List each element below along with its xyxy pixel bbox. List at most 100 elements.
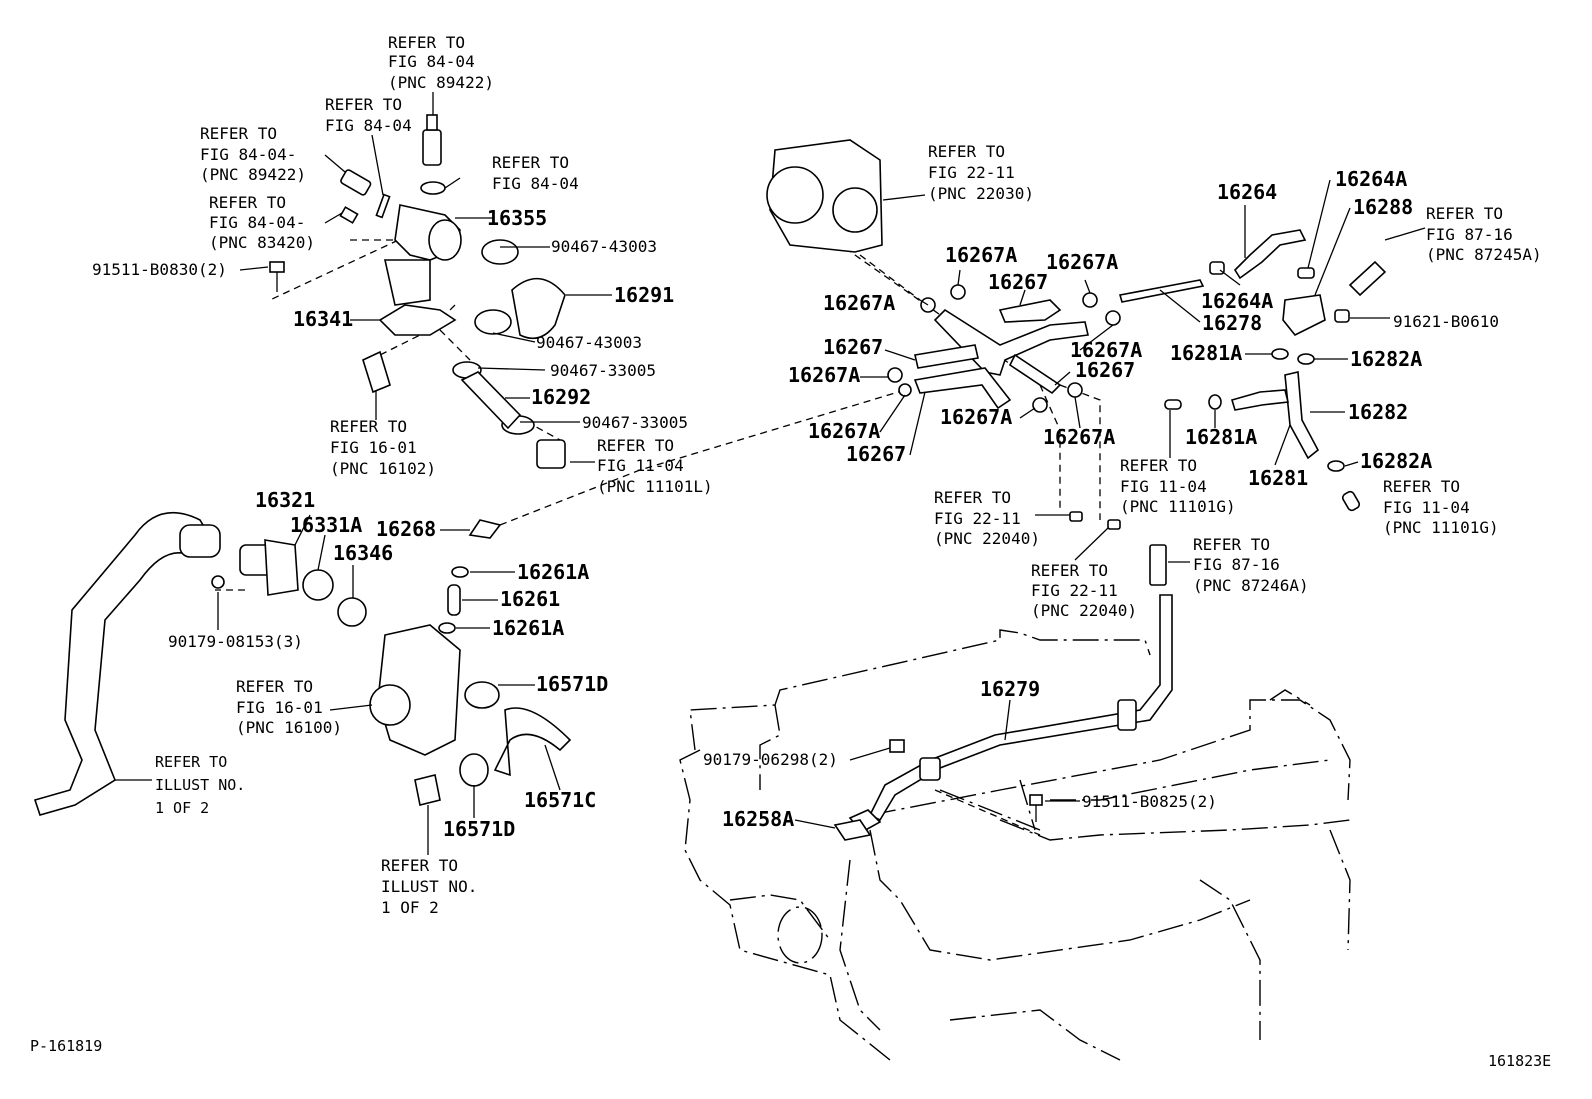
ref-fig-87-16-b-l1: REFER TO bbox=[1193, 535, 1270, 554]
part-90179-06298: 90179-06298(2) bbox=[703, 750, 838, 769]
part-16331a: 16331A bbox=[290, 513, 362, 537]
ref-fig-22-11-b-l2: FIG 22-11 bbox=[934, 509, 1021, 528]
part-16261a-b: 16261A bbox=[492, 616, 564, 640]
ref-fig-11-04-b-l3: (PNC 11101G) bbox=[1120, 497, 1236, 516]
ref-illust-a-l2: ILLUST NO. bbox=[155, 776, 245, 794]
ref-fig-84-04-e-l1: REFER TO bbox=[209, 193, 286, 212]
page-code-left: P-161819 bbox=[30, 1037, 102, 1055]
ref-fig-22-11-b-l1: REFER TO bbox=[934, 488, 1011, 507]
ref-fig-84-04-c-l3: (PNC 89422) bbox=[200, 165, 306, 184]
part-16258a: 16258A bbox=[722, 807, 794, 831]
part-16267a-4: 16267A bbox=[1070, 338, 1142, 362]
ref-fig-22-11-b-l3: (PNC 22040) bbox=[934, 529, 1040, 548]
ref-fig-84-04-b-l2: FIG 84-04 bbox=[325, 116, 412, 135]
ref-fig-22-11-c-l2: FIG 22-11 bbox=[1031, 581, 1118, 600]
part-16267a-5: 16267A bbox=[788, 363, 860, 387]
parts-left bbox=[33, 114, 572, 816]
ref-illust-a-l3: 1 OF 2 bbox=[155, 799, 209, 817]
ref-illust-b-l1: REFER TO bbox=[381, 856, 458, 875]
leader-lines bbox=[115, 92, 1426, 855]
ref-fig-11-04-a-l1: REFER TO bbox=[597, 436, 674, 455]
part-16571c: 16571C bbox=[524, 788, 596, 812]
ref-illust-b-l2: ILLUST NO. bbox=[381, 877, 477, 896]
ref-fig-22-11-a-l2: FIG 22-11 bbox=[928, 163, 1015, 182]
ref-fig-11-04-b-l1: REFER TO bbox=[1120, 456, 1197, 475]
part-16355: 16355 bbox=[487, 206, 547, 230]
part-16267-4: 16267 bbox=[846, 442, 906, 466]
part-16261: 16261 bbox=[500, 587, 560, 611]
part-16282: 16282 bbox=[1348, 400, 1408, 424]
part-16281a-a: 16281A bbox=[1170, 341, 1242, 365]
ref-fig-11-04-c-l2: FIG 11-04 bbox=[1383, 498, 1470, 517]
part-16571d-a: 16571D bbox=[536, 672, 608, 696]
ref-fig-84-04-c-l2: FIG 84-04- bbox=[200, 145, 296, 164]
ref-fig-16-01-a-l2: FIG 16-01 bbox=[330, 438, 417, 457]
part-90467-43003-b: 90467-43003 bbox=[536, 333, 642, 352]
ref-fig-22-11-a-l1: REFER TO bbox=[928, 142, 1005, 161]
ref-fig-84-04-a-l2: FIG 84-04 bbox=[388, 52, 475, 71]
part-16292: 16292 bbox=[531, 385, 591, 409]
part-16267-2: 16267 bbox=[823, 335, 883, 359]
part-16571d-b: 16571D bbox=[443, 817, 515, 841]
part-16264a-a: 16264A bbox=[1335, 167, 1407, 191]
ref-fig-16-01-b-l2: FIG 16-01 bbox=[236, 698, 323, 717]
dashed-leaders bbox=[215, 229, 1101, 836]
ref-fig-84-04-d-l2: FIG 84-04 bbox=[492, 174, 579, 193]
parts-right bbox=[766, 139, 1387, 841]
part-16267a-1: 16267A bbox=[945, 243, 1017, 267]
ref-fig-87-16-b-l2: FIG 87-16 bbox=[1193, 555, 1280, 574]
part-16267a-3: 16267A bbox=[823, 291, 895, 315]
part-16267a-7: 16267A bbox=[808, 419, 880, 443]
part-16281: 16281 bbox=[1248, 466, 1308, 490]
part-91511-b0825: 91511-B0825(2) bbox=[1082, 792, 1217, 811]
ref-fig-11-04-c-l3: (PNC 11101G) bbox=[1383, 518, 1499, 537]
part-90467-33005-a: 90467-33005 bbox=[550, 361, 656, 380]
part-16264: 16264 bbox=[1217, 180, 1277, 204]
ref-fig-16-01-a-l3: (PNC 16102) bbox=[330, 459, 436, 478]
ref-fig-16-01-b-l3: (PNC 16100) bbox=[236, 718, 342, 737]
ref-illust-b-l3: 1 OF 2 bbox=[381, 898, 439, 917]
part-16264a-b: 16264A bbox=[1201, 289, 1273, 313]
part-16267a-6: 16267A bbox=[940, 405, 1012, 429]
part-90467-33005-b: 90467-33005 bbox=[582, 413, 688, 432]
part-16267-3: 16267 bbox=[1075, 358, 1135, 382]
ref-fig-84-04-b-l1: REFER TO bbox=[325, 95, 402, 114]
ref-fig-84-04-c-l1: REFER TO bbox=[200, 124, 277, 143]
ref-fig-11-04-c-l1: REFER TO bbox=[1383, 477, 1460, 496]
part-16279: 16279 bbox=[980, 677, 1040, 701]
ref-fig-87-16-a-l1: REFER TO bbox=[1426, 204, 1503, 223]
ref-fig-22-11-c-l3: (PNC 22040) bbox=[1031, 601, 1137, 620]
ref-fig-84-04-a-l3: (PNC 89422) bbox=[388, 73, 494, 92]
ref-fig-11-04-a-l2: FIG 11-04 bbox=[597, 456, 684, 475]
ref-fig-11-04-a-l3: (PNC 11101L) bbox=[597, 477, 713, 496]
ref-fig-84-04-e-l3: (PNC 83420) bbox=[209, 233, 315, 252]
part-16267a-2: 16267A bbox=[1046, 250, 1118, 274]
part-16268: 16268 bbox=[376, 517, 436, 541]
part-16281a-b: 16281A bbox=[1185, 425, 1257, 449]
ref-fig-84-04-a-l1: REFER TO bbox=[388, 33, 465, 52]
ref-fig-16-01-a-l1: REFER TO bbox=[330, 417, 407, 436]
part-16267a-8: 16267A bbox=[1043, 425, 1115, 449]
part-labels: REFER TO FIG 84-04 (PNC 89422) REFER TO … bbox=[30, 33, 1551, 1070]
ref-fig-16-01-b-l1: REFER TO bbox=[236, 677, 313, 696]
part-16282a-b: 16282A bbox=[1360, 449, 1432, 473]
part-16321: 16321 bbox=[255, 488, 315, 512]
ref-fig-22-11-a-l3: (PNC 22030) bbox=[928, 184, 1034, 203]
engine-block bbox=[679, 629, 1351, 1061]
page-code-right: 161823E bbox=[1488, 1052, 1551, 1070]
part-16288: 16288 bbox=[1353, 195, 1413, 219]
part-90467-43003-a: 90467-43003 bbox=[551, 237, 657, 256]
ref-fig-87-16-a-l2: FIG 87-16 bbox=[1426, 225, 1513, 244]
ref-fig-84-04-d-l1: REFER TO bbox=[492, 153, 569, 172]
ref-illust-a-l1: REFER TO bbox=[155, 753, 227, 771]
ref-fig-11-04-b-l2: FIG 11-04 bbox=[1120, 477, 1207, 496]
part-91621-b0610: 91621-B0610 bbox=[1393, 312, 1499, 331]
part-16291: 16291 bbox=[614, 283, 674, 307]
part-16278: 16278 bbox=[1202, 311, 1262, 335]
ref-fig-87-16-a-l3: (PNC 87245A) bbox=[1426, 245, 1542, 264]
ref-fig-87-16-b-l3: (PNC 87246A) bbox=[1193, 576, 1309, 595]
part-91511-b0830: 91511-B0830(2) bbox=[92, 260, 227, 279]
part-16341: 16341 bbox=[293, 307, 353, 331]
part-16282a-a: 16282A bbox=[1350, 347, 1422, 371]
